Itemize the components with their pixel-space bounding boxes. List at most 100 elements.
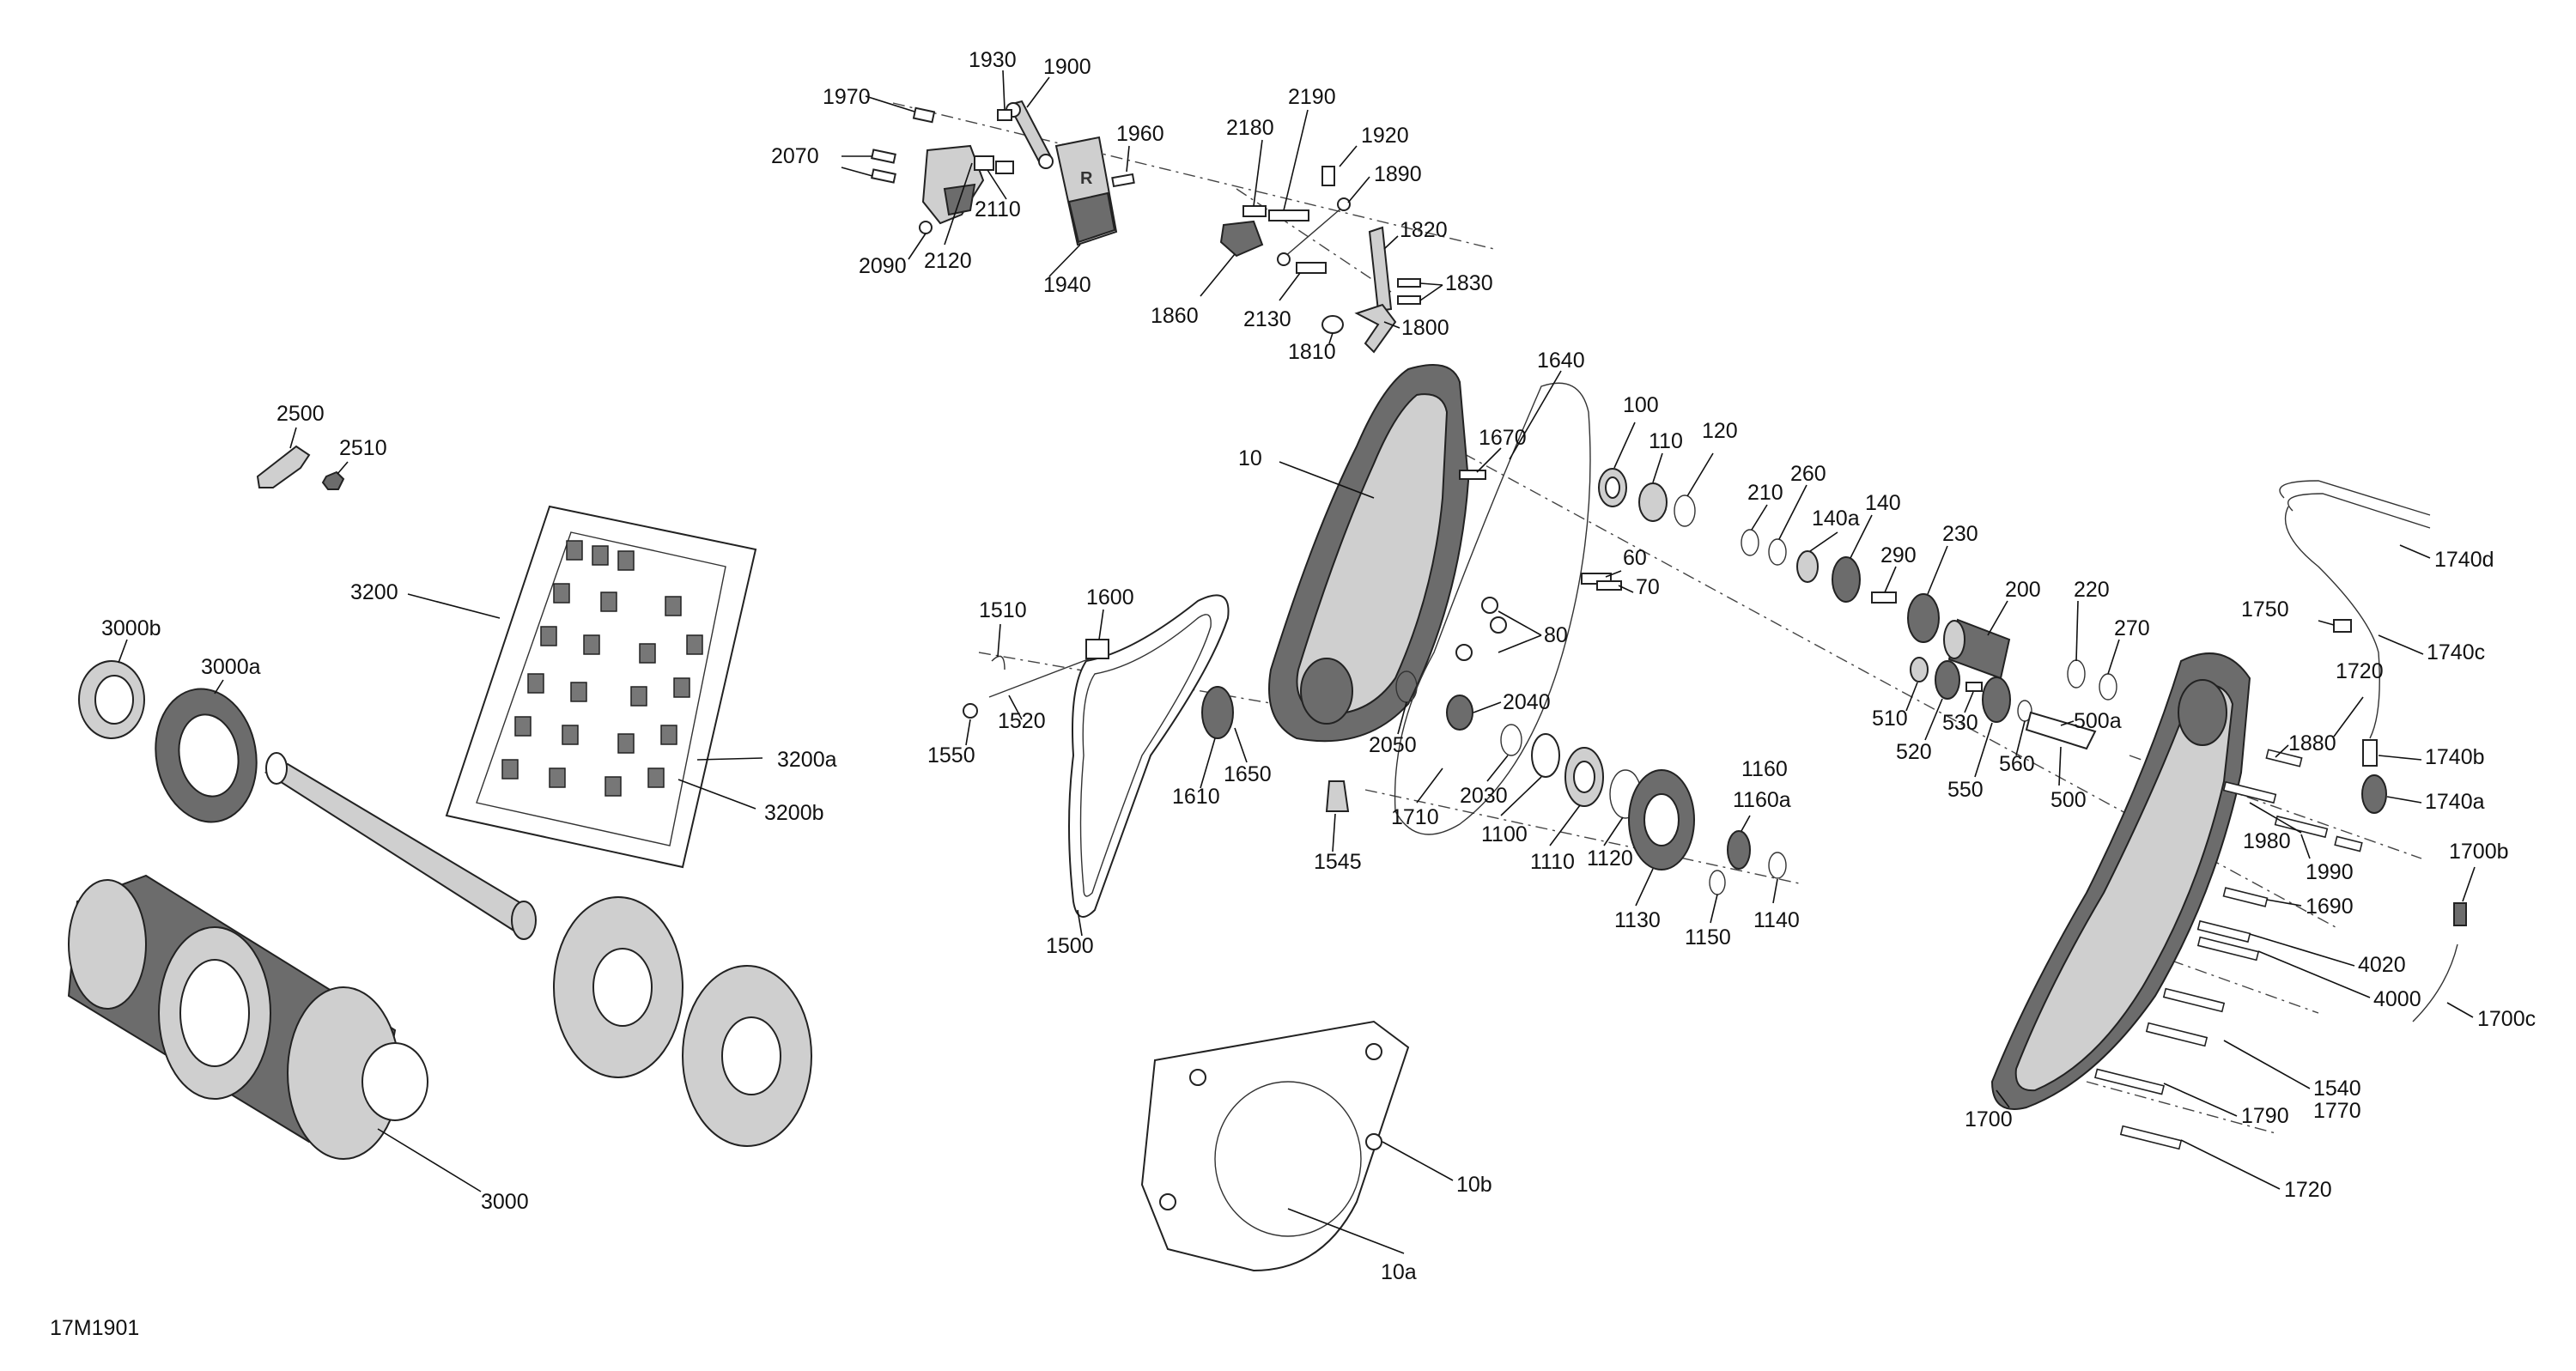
callout-label: 1700c <box>2477 1007 2536 1031</box>
callout-label: 1940 <box>1043 273 1091 297</box>
pin <box>1397 295 1421 305</box>
callout-label: 2110 <box>975 197 1021 221</box>
bleeder-1545 <box>1325 780 1350 812</box>
clip-2500 <box>256 445 345 490</box>
gear-550 <box>1982 676 2011 723</box>
slider-pads <box>501 540 703 797</box>
backing-plate-cutout <box>1214 1081 1362 1237</box>
bolt <box>1268 209 1309 221</box>
callout-label: 510 <box>1872 707 1908 731</box>
callout-label: 1100 <box>1481 822 1528 846</box>
bolt <box>1296 262 1327 274</box>
hose-1700c <box>2412 943 2458 1022</box>
callout-label: 1900 <box>1043 55 1091 79</box>
bolt <box>912 106 936 124</box>
gear-520 <box>1935 660 1960 700</box>
sensor-plug <box>2362 739 2378 767</box>
axis-line <box>892 102 1495 250</box>
chaincase-housing-10 <box>1268 364 1470 743</box>
callout-label: 530 <box>1942 711 1978 735</box>
shift-arm <box>1368 226 1393 312</box>
callout-label: 1720 <box>2284 1178 2332 1202</box>
callout-label: 1890 <box>1374 162 1422 186</box>
circlip-120 <box>1674 494 1696 527</box>
ring-270 <box>2099 673 2117 701</box>
flange-hole <box>178 713 240 798</box>
callout-label: 1650 <box>1224 762 1272 786</box>
spacer <box>995 161 1014 174</box>
bearing-1110-bore <box>1573 761 1595 793</box>
callout-label: 2030 <box>1460 784 1508 808</box>
cotter-pin <box>991 655 1005 670</box>
spacer-530 <box>1965 682 1983 692</box>
spacer <box>974 155 994 171</box>
seal-2040 <box>1446 695 1473 731</box>
bolt <box>1321 166 1335 186</box>
axis-line <box>2086 1081 2276 1134</box>
callout-label: 1550 <box>927 743 975 767</box>
chain-inner <box>1079 614 1212 897</box>
bolt-head <box>1481 597 1498 614</box>
top-sprocket <box>1201 686 1234 739</box>
callout-label: 1670 <box>1479 426 1527 450</box>
callout-label: 1700 <box>1965 1107 2013 1131</box>
wire <box>2284 506 2380 739</box>
stud <box>1189 1069 1206 1086</box>
callout-label: 1110 <box>1530 850 1575 874</box>
link-rod <box>1283 205 1345 258</box>
clip-1750 <box>2333 619 2352 633</box>
sensor-wire-1740 <box>2279 480 2431 814</box>
gear-230 <box>1907 593 1940 643</box>
ring-1140 <box>1768 852 1787 879</box>
callout-label: 500a <box>2074 709 2122 733</box>
seal-inner <box>94 675 134 725</box>
callout-label: 1510 <box>979 598 1027 622</box>
assembly-axis-lines <box>892 102 2422 1134</box>
backing-plate-10a <box>1140 1020 1410 1272</box>
fitting-1700b <box>2453 902 2467 926</box>
o-ring <box>963 703 978 719</box>
callout-label: 1600 <box>1086 585 1134 610</box>
seal-3000b <box>78 660 145 739</box>
tensioner-rod <box>988 656 1096 698</box>
callout-label: 1720 <box>2336 659 2384 683</box>
callout-label: 70 <box>1636 575 1660 599</box>
callout-label: 1130 <box>1614 908 1661 932</box>
callout-label: 1740b <box>2425 745 2485 769</box>
callout-label: 1790 <box>2241 1104 2289 1128</box>
callout-label: 270 <box>2114 616 2150 640</box>
callout-label: 1545 <box>1314 850 1362 874</box>
callout-label: 1640 <box>1537 349 1585 373</box>
shaft-end <box>265 752 288 785</box>
callout-label: 3200 <box>350 580 398 604</box>
seal-110 <box>1638 482 1668 522</box>
ring-2030 <box>1500 724 1522 756</box>
ring-210 <box>1741 529 1759 556</box>
bolt <box>997 109 1012 121</box>
callout-label: 500 <box>2050 788 2087 812</box>
housing-bearing-bore <box>1300 658 1353 725</box>
callout-label: 1810 <box>1288 340 1336 364</box>
bolt-head <box>1490 616 1507 634</box>
gasket-1640 <box>1394 382 1591 835</box>
sensor-1740a <box>2361 774 2387 814</box>
callout-label: 1610 <box>1172 785 1220 809</box>
tensioner-1520 <box>963 639 1109 719</box>
bolt-head <box>1455 644 1473 661</box>
bolt <box>871 168 896 184</box>
callout-label: 1830 <box>1445 271 1493 295</box>
callout-label: 1970 <box>823 85 871 109</box>
callout-label: 110 <box>1649 429 1683 453</box>
callout-label: 260 <box>1790 462 1826 486</box>
callout-label: 4020 <box>2358 953 2406 977</box>
callout-label: 80 <box>1544 623 1568 647</box>
callout-label: 2500 <box>276 402 325 426</box>
cover-housing-1700 <box>1990 652 2251 1110</box>
shaft-end <box>511 901 537 940</box>
callout-label: 1800 <box>1401 316 1449 340</box>
callout-label: 140 <box>1865 491 1901 515</box>
stud <box>1365 1133 1382 1150</box>
backing-plate <box>1140 1020 1410 1272</box>
rod-end <box>1277 252 1291 266</box>
callout-label: 1520 <box>998 709 1046 733</box>
